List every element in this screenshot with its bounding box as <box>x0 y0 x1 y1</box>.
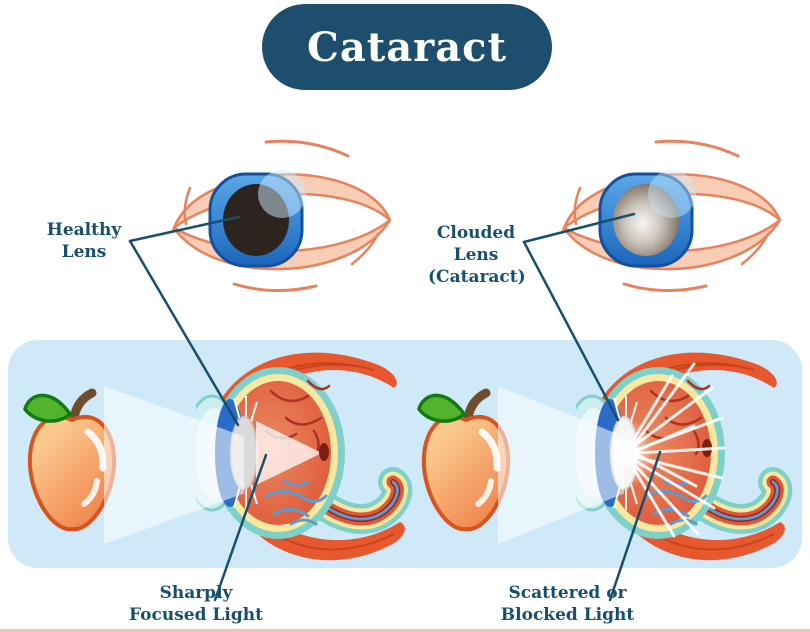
apple-shine <box>84 428 107 472</box>
eyelid-accent-arc <box>350 232 380 266</box>
apple-shine <box>478 428 501 472</box>
eyelid-accent-arc <box>654 139 740 158</box>
apple-icon <box>23 388 117 532</box>
apple-stem <box>69 388 97 423</box>
eyelid-accent-arc <box>264 139 350 158</box>
front-eye-healthy-icon <box>171 139 392 292</box>
apple-leaf <box>23 393 73 423</box>
focused-light-cone <box>256 421 322 485</box>
eye-highlight <box>258 170 306 218</box>
apple-body <box>27 414 117 532</box>
bottom-edge-strip <box>0 629 810 632</box>
retinal-vessels-blue <box>264 479 328 526</box>
eyelid-accent-arc <box>232 282 318 292</box>
page-title: Cataract <box>307 23 507 71</box>
eyelid-accent-arc <box>740 232 770 266</box>
focal-point <box>319 443 329 461</box>
eye-muscle-bottom <box>251 514 405 561</box>
eye-muscle-bottom <box>631 514 785 561</box>
clouded-lens-label: Clouded Lens (Cataract) <box>428 223 526 288</box>
optic-nerve <box>299 467 413 534</box>
sharply-focused-light-label: Sharply Focused Light <box>129 583 263 626</box>
apple-body <box>421 414 511 532</box>
apple-shine <box>81 478 100 507</box>
eyelid-accent-arc <box>622 282 708 292</box>
scattered-blocked-light-label: Scattered or Blocked Light <box>500 583 635 626</box>
optic-nerve <box>679 467 793 534</box>
front-eye-cataract-icon <box>561 139 782 292</box>
apple-shine <box>475 478 494 507</box>
eye-highlight <box>648 170 696 218</box>
apple-stem <box>463 388 491 423</box>
title-banner: Cataract <box>262 4 552 90</box>
healthy-lens-label: Healthy Lens <box>46 220 122 263</box>
apple-leaf <box>417 393 467 423</box>
